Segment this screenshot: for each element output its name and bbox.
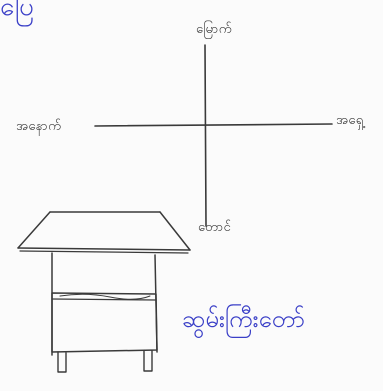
roof-bottom-edge (18, 248, 190, 250)
box-scribble (60, 294, 150, 299)
box-shelf-line (52, 299, 156, 300)
compass-label-east: အရှေ့ (336, 114, 364, 127)
roof-left-edge (18, 212, 50, 248)
compass-label-south: တောင် (198, 221, 231, 234)
compass-vertical-line (205, 45, 206, 226)
roof-right-edge (160, 212, 190, 250)
compass-label-north: မြောက် (196, 23, 232, 36)
leg-right (144, 351, 152, 371)
leg-left (58, 352, 66, 372)
top-left-handwriting: ပြေ (0, 0, 34, 20)
compass-horizontal-line (95, 124, 332, 126)
caption-handwriting: ဆွမ်းကြီးတော် (182, 307, 305, 331)
compass-label-west: အနောက် (16, 120, 61, 133)
box-body (52, 293, 157, 352)
roof-underside (20, 251, 188, 253)
